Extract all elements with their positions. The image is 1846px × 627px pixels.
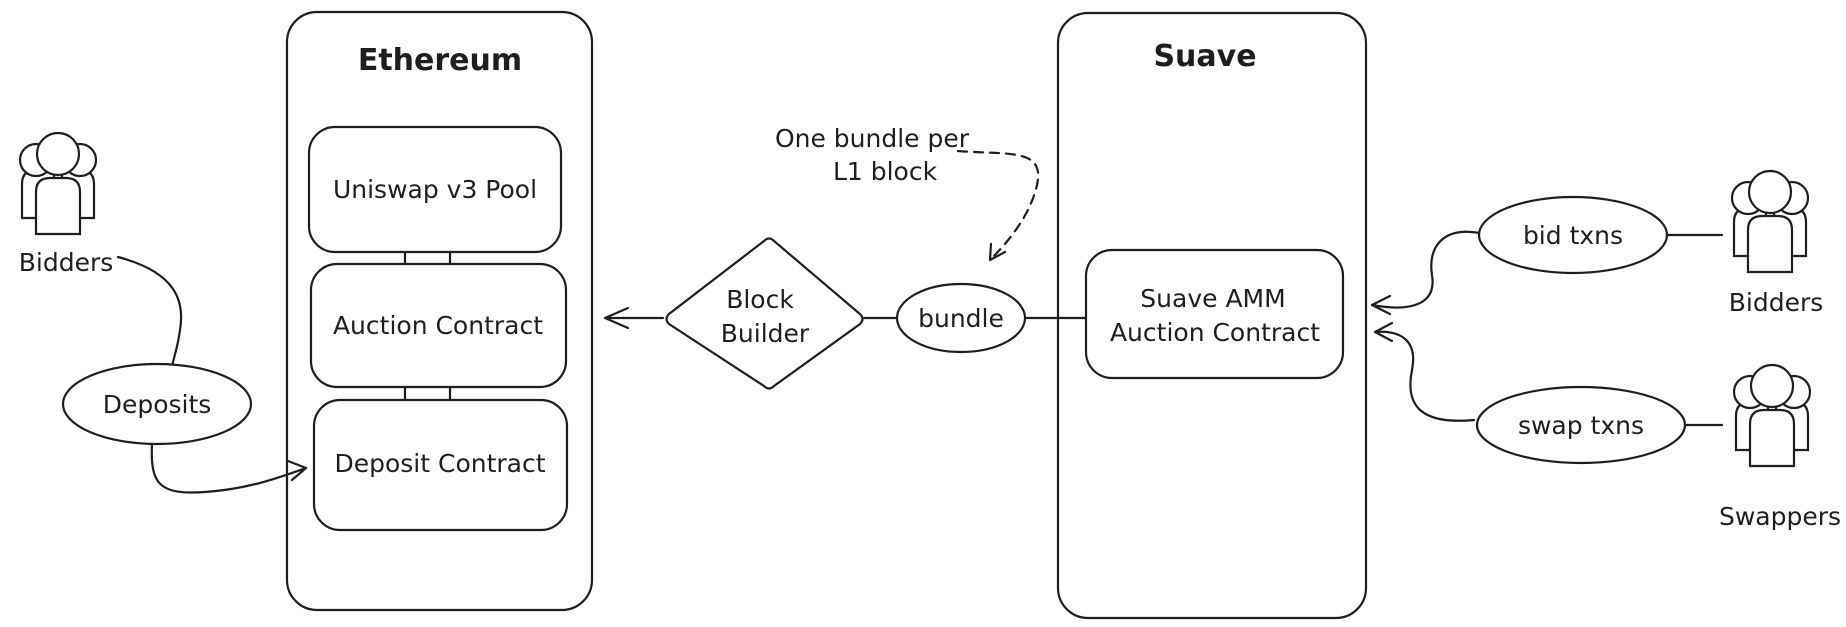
- swap-txns-ellipse: swap txns: [1475, 385, 1687, 465]
- block-builder-diamond: Block Builder: [665, 237, 864, 390]
- ethereum-container: Ethereum: [285, 10, 594, 612]
- deposits-to-contract-arrow: [150, 442, 308, 494]
- users-group-icon: [1732, 363, 1812, 468]
- suave-container: Suave: [1056, 11, 1368, 620]
- block-builder-label-line1: Block: [726, 285, 794, 314]
- annotation-line2: L1 block: [833, 157, 938, 186]
- suave-auction-contract-box: Suave AMM Auction Contract: [1084, 248, 1345, 380]
- annotation-note: One bundle per L1 block: [775, 124, 1040, 262]
- deposit-contract-box: Deposit Contract: [312, 398, 569, 532]
- bundle-label: bundle: [918, 304, 1004, 333]
- suave-title: Suave: [1153, 39, 1256, 74]
- builder-to-ethereum-arrow: [603, 306, 665, 330]
- users-group-icon: [18, 131, 98, 236]
- bundle-ellipse: bundle: [895, 282, 1027, 354]
- left-bidders-label: Bidders: [19, 248, 114, 277]
- uniswap-pool-label: Uniswap v3 Pool: [333, 175, 537, 204]
- right-bidders-group: Bidders: [1729, 169, 1824, 317]
- right-bidders-label: Bidders: [1729, 288, 1824, 317]
- deposit-contract-label: Deposit Contract: [334, 449, 545, 478]
- annotation-line1: One bundle per: [775, 124, 970, 153]
- users-group-icon: [1730, 169, 1810, 274]
- suave-contract-label-line1: Suave AMM: [1140, 284, 1285, 313]
- auction-contract-label: Auction Contract: [333, 311, 543, 340]
- bid-txns-ellipse: bid txns: [1477, 195, 1669, 275]
- bidders-to-deposits-line: [116, 255, 183, 370]
- swappers-label: Swappers: [1719, 502, 1841, 531]
- block-builder-label-line2: Builder: [721, 319, 810, 348]
- deposits-ellipse: Deposits: [61, 362, 253, 446]
- ethereum-title: Ethereum: [358, 43, 522, 78]
- deposits-label: Deposits: [103, 390, 212, 419]
- bid-txns-arrow: [1370, 230, 1482, 316]
- swap-txns-label: swap txns: [1518, 411, 1644, 440]
- left-bidders-group: Bidders: [18, 131, 114, 277]
- auction-contract-box: Auction Contract: [309, 262, 568, 389]
- contract-connectors: [403, 250, 452, 402]
- swap-txns-arrow: [1373, 321, 1476, 422]
- suave-contract-label-line2: Auction Contract: [1110, 318, 1320, 347]
- bid-txns-label: bid txns: [1523, 221, 1623, 250]
- uniswap-pool-box: Uniswap v3 Pool: [307, 125, 563, 254]
- swappers-group: Swappers: [1719, 363, 1841, 531]
